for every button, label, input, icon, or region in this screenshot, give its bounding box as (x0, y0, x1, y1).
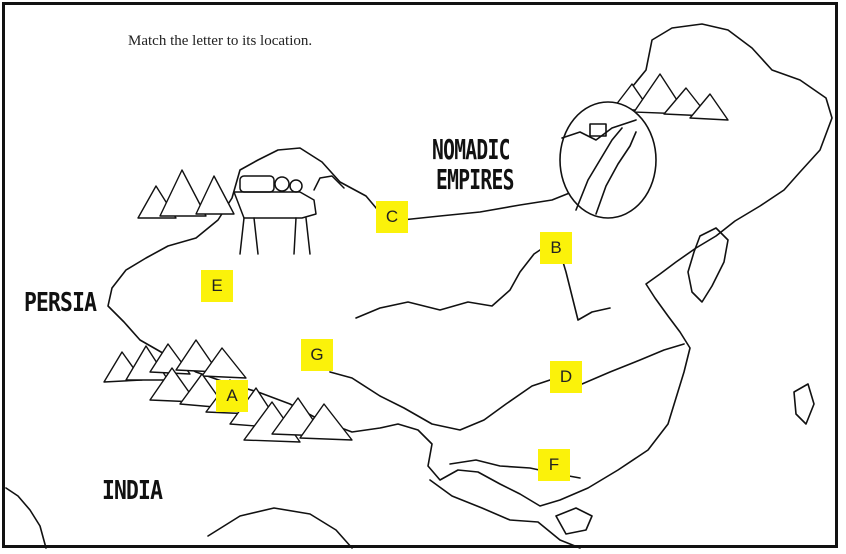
marker-f[interactable]: F (538, 449, 570, 481)
camel-illustration (233, 175, 345, 255)
yellow-river (355, 245, 611, 321)
korea-outline (687, 227, 729, 303)
great-wall-illustration (559, 101, 657, 219)
marker-c[interactable]: C (376, 201, 408, 233)
region-label-india: INDIA (102, 476, 163, 506)
himalaya-mountains (103, 339, 353, 443)
marker-g[interactable]: G (301, 339, 333, 371)
taiwan-outline (793, 383, 815, 425)
southeast-asia-outline (429, 479, 581, 549)
china-border (107, 23, 833, 507)
marker-a[interactable]: A (216, 380, 248, 412)
page-border (2, 2, 838, 548)
western-mountains (137, 169, 235, 219)
region-label-nomadic: NOMADIC (432, 133, 510, 166)
marker-e[interactable]: E (201, 270, 233, 302)
india-border (207, 507, 353, 549)
marker-b[interactable]: B (540, 232, 572, 264)
marker-d[interactable]: D (550, 361, 582, 393)
india-coast (5, 487, 47, 549)
yangtze-river (329, 343, 685, 431)
region-label-empires: EMPIRES (436, 163, 514, 196)
hainan-outline (555, 507, 593, 535)
region-label-persia: PERSIA (24, 288, 97, 318)
instructions-text: Match the letter to its location. (128, 33, 313, 49)
